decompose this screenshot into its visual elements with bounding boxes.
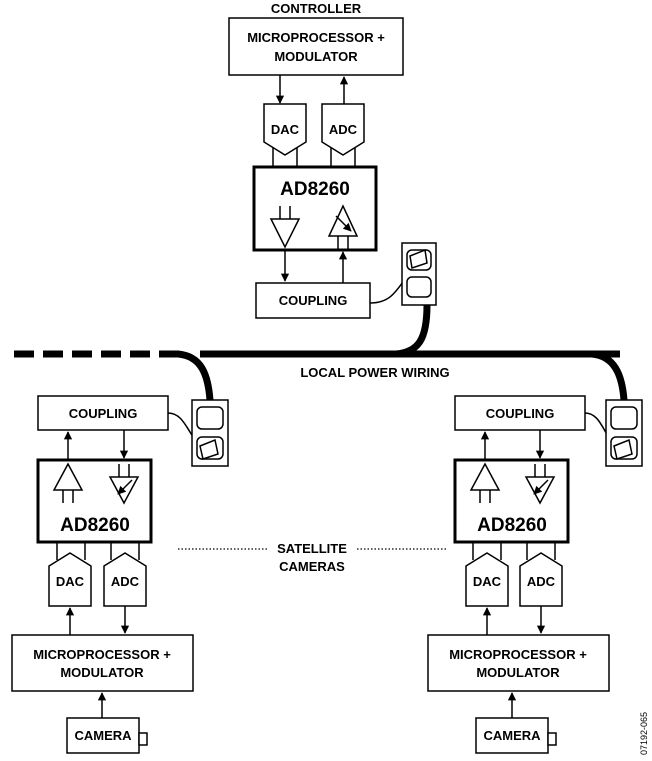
figure-id-label: 07192-065 [639, 712, 649, 755]
left-camera-box [66, 717, 140, 754]
satellite-left: COUPLING AD8260 DAC [11, 395, 229, 754]
left-camera-lens-icon [138, 732, 148, 746]
controller-dac-label: DAC [271, 122, 300, 137]
right-camera-box [475, 717, 549, 754]
controller-heading: CONTROLLER [271, 1, 362, 16]
right-dac-label: DAC [473, 574, 502, 589]
left-microprocessor-box [11, 634, 194, 692]
controller-adc-label: ADC [329, 122, 358, 137]
satellite-label-line1: SATELLITE [277, 541, 347, 556]
controller-section: CONTROLLER MICROPROCESSOR + MODULATOR DA… [228, 1, 437, 358]
right-dac-block [465, 552, 509, 607]
controller-receive-vga-icon [327, 204, 359, 249]
left-coupling-box [37, 395, 169, 431]
left-wall-outlet-icon [191, 399, 229, 467]
left-ad8260-chip [36, 458, 153, 544]
controller-outlet-feed-cable [395, 304, 431, 358]
right-camera-lens-icon [547, 732, 557, 746]
left-line-driver-icon [52, 462, 84, 503]
satellite-cameras-caption: SATELLITE CAMERAS [178, 541, 446, 574]
controller-microprocessor-label: MICROPROCESSOR + [247, 30, 385, 45]
left-adc-block [103, 552, 147, 607]
left-modulator-label: MODULATOR [60, 665, 144, 680]
right-adc-label: ADC [527, 574, 556, 589]
controller-adc-block [321, 103, 365, 156]
left-microprocessor-label: MICROPROCESSOR + [33, 647, 171, 662]
right-coupling-label: COUPLING [486, 406, 555, 421]
left-dac-label: DAC [56, 574, 85, 589]
controller-line-driver-icon [269, 206, 301, 249]
left-adc-label: ADC [111, 574, 140, 589]
right-microprocessor-label: MICROPROCESSOR + [449, 647, 587, 662]
satellite-right: COUPLING AD8260 DAC ADC [427, 395, 643, 754]
left-camera-label: CAMERA [74, 728, 132, 743]
left-dac-block [48, 552, 92, 607]
controller-wall-outlet-icon [401, 242, 437, 306]
right-modulator-label: MODULATOR [476, 665, 560, 680]
right-ad8260-chip [453, 458, 570, 544]
right-camera-label: CAMERA [483, 728, 541, 743]
left-coupling-label: COUPLING [69, 406, 138, 421]
right-line-driver-icon [469, 462, 501, 503]
left-receive-vga-icon [108, 464, 140, 505]
right-bus-drop-cable [591, 350, 628, 401]
controller-microprocessor-box [228, 17, 404, 76]
local-power-wiring-label: LOCAL POWER WIRING [300, 365, 449, 380]
right-ad8260-label: AD8260 [477, 515, 547, 536]
left-bus-drop-cable [177, 350, 214, 401]
local-power-wiring-bus: LOCAL POWER WIRING [14, 350, 628, 401]
right-coupling-box [454, 395, 586, 431]
controller-coupling-label: COUPLING [279, 293, 348, 308]
controller-dac-block [263, 103, 307, 156]
right-receive-vga-icon [524, 464, 556, 505]
left-ad8260-label: AD8260 [60, 515, 130, 536]
controller-modulator-label: MODULATOR [274, 49, 358, 64]
controller-coupling-box [255, 282, 371, 319]
right-wall-outlet-icon [605, 399, 643, 467]
right-adc-block [519, 552, 563, 607]
satellite-label-line2: CAMERAS [279, 559, 345, 574]
right-microprocessor-box [427, 634, 610, 692]
controller-ad8260-label: AD8260 [280, 179, 350, 200]
